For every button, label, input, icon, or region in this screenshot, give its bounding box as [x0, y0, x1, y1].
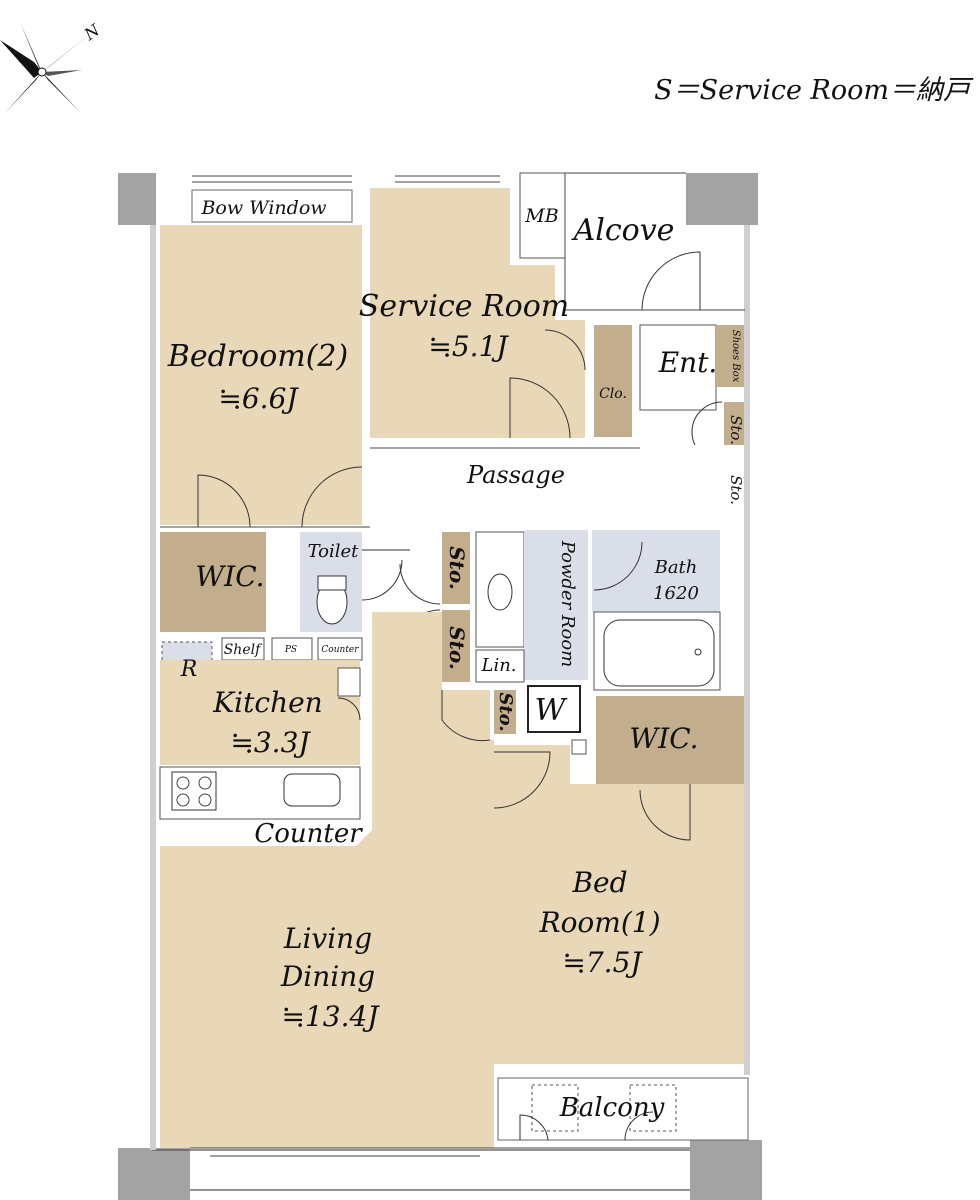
label-refrigerator: R	[180, 657, 198, 682]
storage-3	[442, 532, 470, 604]
wall-post	[118, 1148, 190, 1200]
label-bed: Bed	[571, 866, 627, 899]
passage	[362, 445, 744, 523]
label-living-size: ≒13.4J	[281, 1000, 380, 1033]
legend-service-room: S＝Service Room＝納戸	[654, 75, 970, 106]
meter-box	[519, 172, 566, 259]
wall-post	[690, 1140, 762, 1200]
bathtub-icon	[603, 619, 715, 687]
closet	[594, 325, 632, 437]
powder-room	[524, 530, 588, 680]
room-living-dining	[160, 612, 494, 1148]
label-kitchen: Kitchen	[212, 686, 322, 719]
storage-5	[494, 690, 516, 734]
room-bedroom1	[494, 784, 744, 1064]
label-washer: W	[535, 693, 568, 728]
label-alcove: Alcove	[571, 213, 675, 248]
label-storage-3: Sto.	[445, 546, 469, 590]
label-bath-size: 1620	[653, 583, 699, 604]
label-room1: Room(1)	[538, 906, 660, 939]
compass-north-label: N	[80, 20, 104, 45]
label-storage-5: Sto.	[495, 692, 516, 731]
label-linen: Lin.	[480, 655, 516, 676]
label-storage-1: Sto.	[727, 415, 745, 445]
wic-bedroom1	[596, 696, 744, 784]
label-bedroom2: Bedroom(2)	[167, 339, 348, 374]
label-mb: MB	[524, 205, 558, 227]
label-toilet: Toilet	[308, 541, 360, 562]
label-bath: Bath	[654, 557, 698, 578]
label-dining: Dining	[280, 960, 375, 993]
label-entrance: Ent.	[658, 346, 718, 379]
label-bow-window: Bow Window	[200, 197, 326, 219]
label-counter-small: Counter	[321, 645, 359, 655]
room-service	[370, 188, 510, 438]
label-bedroom2-size: ≒6.6J	[218, 382, 299, 415]
label-service-room-size: ≒5.1J	[428, 330, 509, 363]
linen-closet	[475, 649, 525, 683]
label-closet: Clo.	[599, 386, 627, 402]
label-kitchen-size: ≒3.3J	[230, 726, 311, 759]
shoes-box	[716, 325, 744, 387]
entrance	[639, 324, 717, 411]
label-storage-4: Sto.	[445, 626, 469, 670]
label-bedroom1-size: ≒7.5J	[562, 946, 643, 979]
label-shoes-box: Shoes Box	[730, 330, 741, 383]
label-wic-bedroom1: WIC.	[629, 722, 698, 755]
storage-4	[442, 610, 470, 682]
label-passage: Passage	[466, 461, 565, 489]
bow-window	[191, 189, 353, 223]
sink-icon	[283, 773, 341, 807]
room-kitchen	[160, 660, 360, 765]
label-powder-room: Powder Room	[557, 540, 578, 667]
label-wic-bedroom2: WIC.	[195, 560, 264, 593]
washer-icon	[527, 685, 581, 733]
label-ps: PS	[284, 645, 297, 655]
label-balcony: Balcony	[559, 1093, 665, 1123]
bath	[592, 530, 720, 612]
label-living: Living	[283, 922, 372, 955]
compass-rose-icon: N	[0, 20, 104, 114]
wall-post	[118, 173, 156, 225]
wic-bedroom2	[160, 532, 266, 632]
label-storage-2: Sto.	[727, 475, 745, 505]
label-shelf: Shelf	[224, 642, 263, 658]
wall-post	[686, 173, 758, 225]
label-counter: Counter	[254, 819, 363, 849]
balcony	[497, 1077, 749, 1141]
label-service-room: Service Room	[359, 289, 569, 324]
room-bedroom2	[160, 225, 362, 525]
